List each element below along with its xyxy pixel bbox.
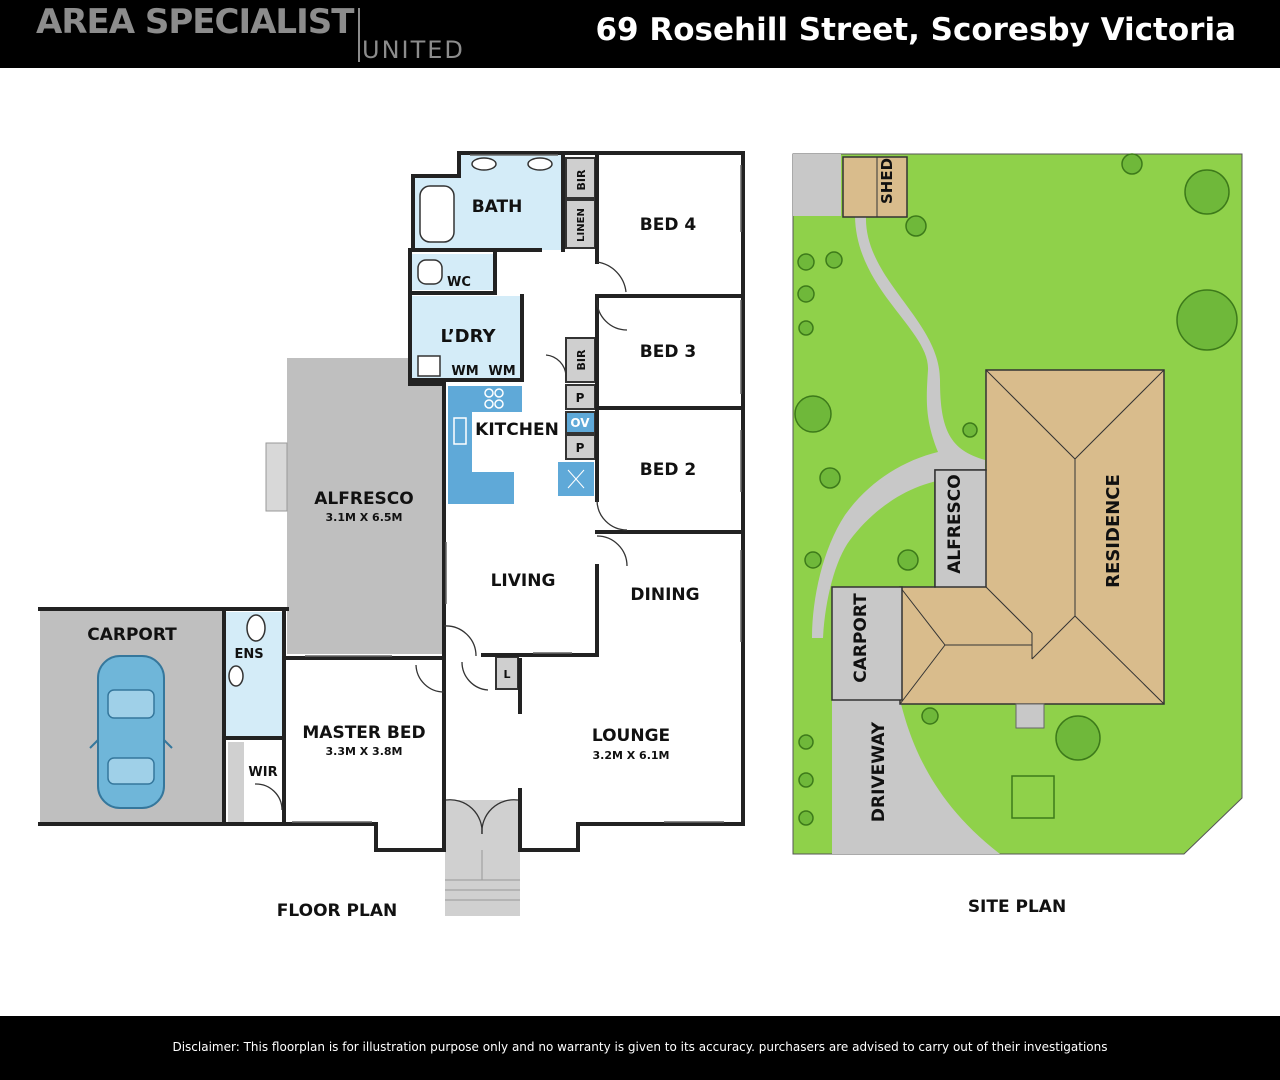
ensuite-toilet [246,614,266,642]
toilet-fixture [417,259,443,285]
room-label-bed4: BED 4 [640,215,697,235]
room-label-bir-mid: BIR [575,349,588,370]
room-label-bed3: BED 3 [640,342,696,362]
alfresco-area [287,358,444,654]
site-carport [831,586,903,701]
site-plan-caption: SITE PLAN [968,897,1066,917]
room-dim-master-bed: 3.3M X 3.8M [325,745,402,758]
room-label-master-bed: MASTER BED [302,723,425,743]
wir-passage [228,742,244,822]
room-label-carport: CARPORT [87,625,177,645]
room-label-ldry: L’DRY [440,326,496,347]
kitchen-bench [448,386,522,504]
site-plan: SHED ALFRESCO RESIDENCE CARPORT DRIVEWAY… [792,153,1243,917]
floor-plan-caption: FLOOR PLAN [277,901,397,921]
footer-bar: Disclaimer: This floorplan is for illust… [0,1016,1280,1080]
floor-plan: BATH BIR LINEN BED 4 WC L’DRY WM WM BIR … [38,151,745,921]
room-label-bed2: BED 2 [640,460,696,480]
room-label-lounge: LOUNGE [592,726,670,746]
property-address: 69 Rosehill Street, Scoresby Victoria [595,12,1236,48]
disclaimer-text: Disclaimer: This floorplan is for illust… [172,1040,1108,1054]
garden-bed [1011,775,1055,819]
basin-fixture [471,157,497,171]
room-label-living: LIVING [491,571,556,591]
room-label-wm-2: WM [488,364,515,379]
roof-lines [899,369,1165,705]
room-label-l: L [503,668,510,681]
bir-mid-cupboard [565,337,596,383]
bathtub-fixture [419,185,455,243]
room-dim-lounge: 3.2M X 6.1M [592,749,669,762]
room-label-kitchen: KITCHEN [475,420,559,440]
room-label-wm-1: WM [451,364,478,379]
hob-burner [484,388,494,398]
brand-logo-sub: UNITED [362,36,465,64]
porch-steps [445,850,520,901]
room-label-dining: DINING [630,585,699,605]
site-label-shed: SHED [878,158,896,204]
linen-cupboard [565,199,596,249]
site-label-carport: CARPORT [851,593,871,683]
room-label-wir: WIR [248,765,277,780]
ensuite-basin [228,665,244,687]
site-alfresco [934,469,987,588]
site-label-driveway: DRIVEWAY [869,721,889,822]
garden-path [812,216,985,638]
site-paving-corner [793,154,841,216]
driveway-paving [832,700,1000,854]
room-label-bath: BATH [472,197,523,217]
room-label-pantry-2: P [576,441,585,455]
room-label-wc: WC [447,275,471,290]
garden-trees [794,153,1238,826]
laundry-tub [417,355,441,377]
room-label-alfresco: ALFRESCO [314,489,413,509]
room-label-ens: ENS [234,647,263,662]
door-swings [254,261,628,835]
site-label-residence: RESIDENCE [1103,474,1124,588]
car-icon [89,655,173,809]
logo-divider [358,8,360,62]
shed-building [842,156,908,218]
brand-logo: AREA SPECIALIST [36,2,354,42]
bir-top-cupboard [565,157,596,199]
floor-plan-walls [38,151,745,852]
site-label-alfresco: ALFRESCO [945,474,965,573]
room-label-bir-top: BIR [575,169,588,190]
room-dim-alfresco: 3.1M X 6.5M [325,511,402,524]
alfresco-step [265,442,288,512]
room-label-pantry-1: P [576,391,585,405]
window-marks [292,154,742,823]
room-label-linen: LINEN [576,208,587,242]
header-bar: AREA SPECIALIST UNITED 69 Rosehill Stree… [0,0,1280,68]
room-label-oven: OV [570,416,590,430]
site-steps [1015,703,1045,729]
pantry-1 [565,384,596,410]
kitchen-sink [453,417,467,445]
